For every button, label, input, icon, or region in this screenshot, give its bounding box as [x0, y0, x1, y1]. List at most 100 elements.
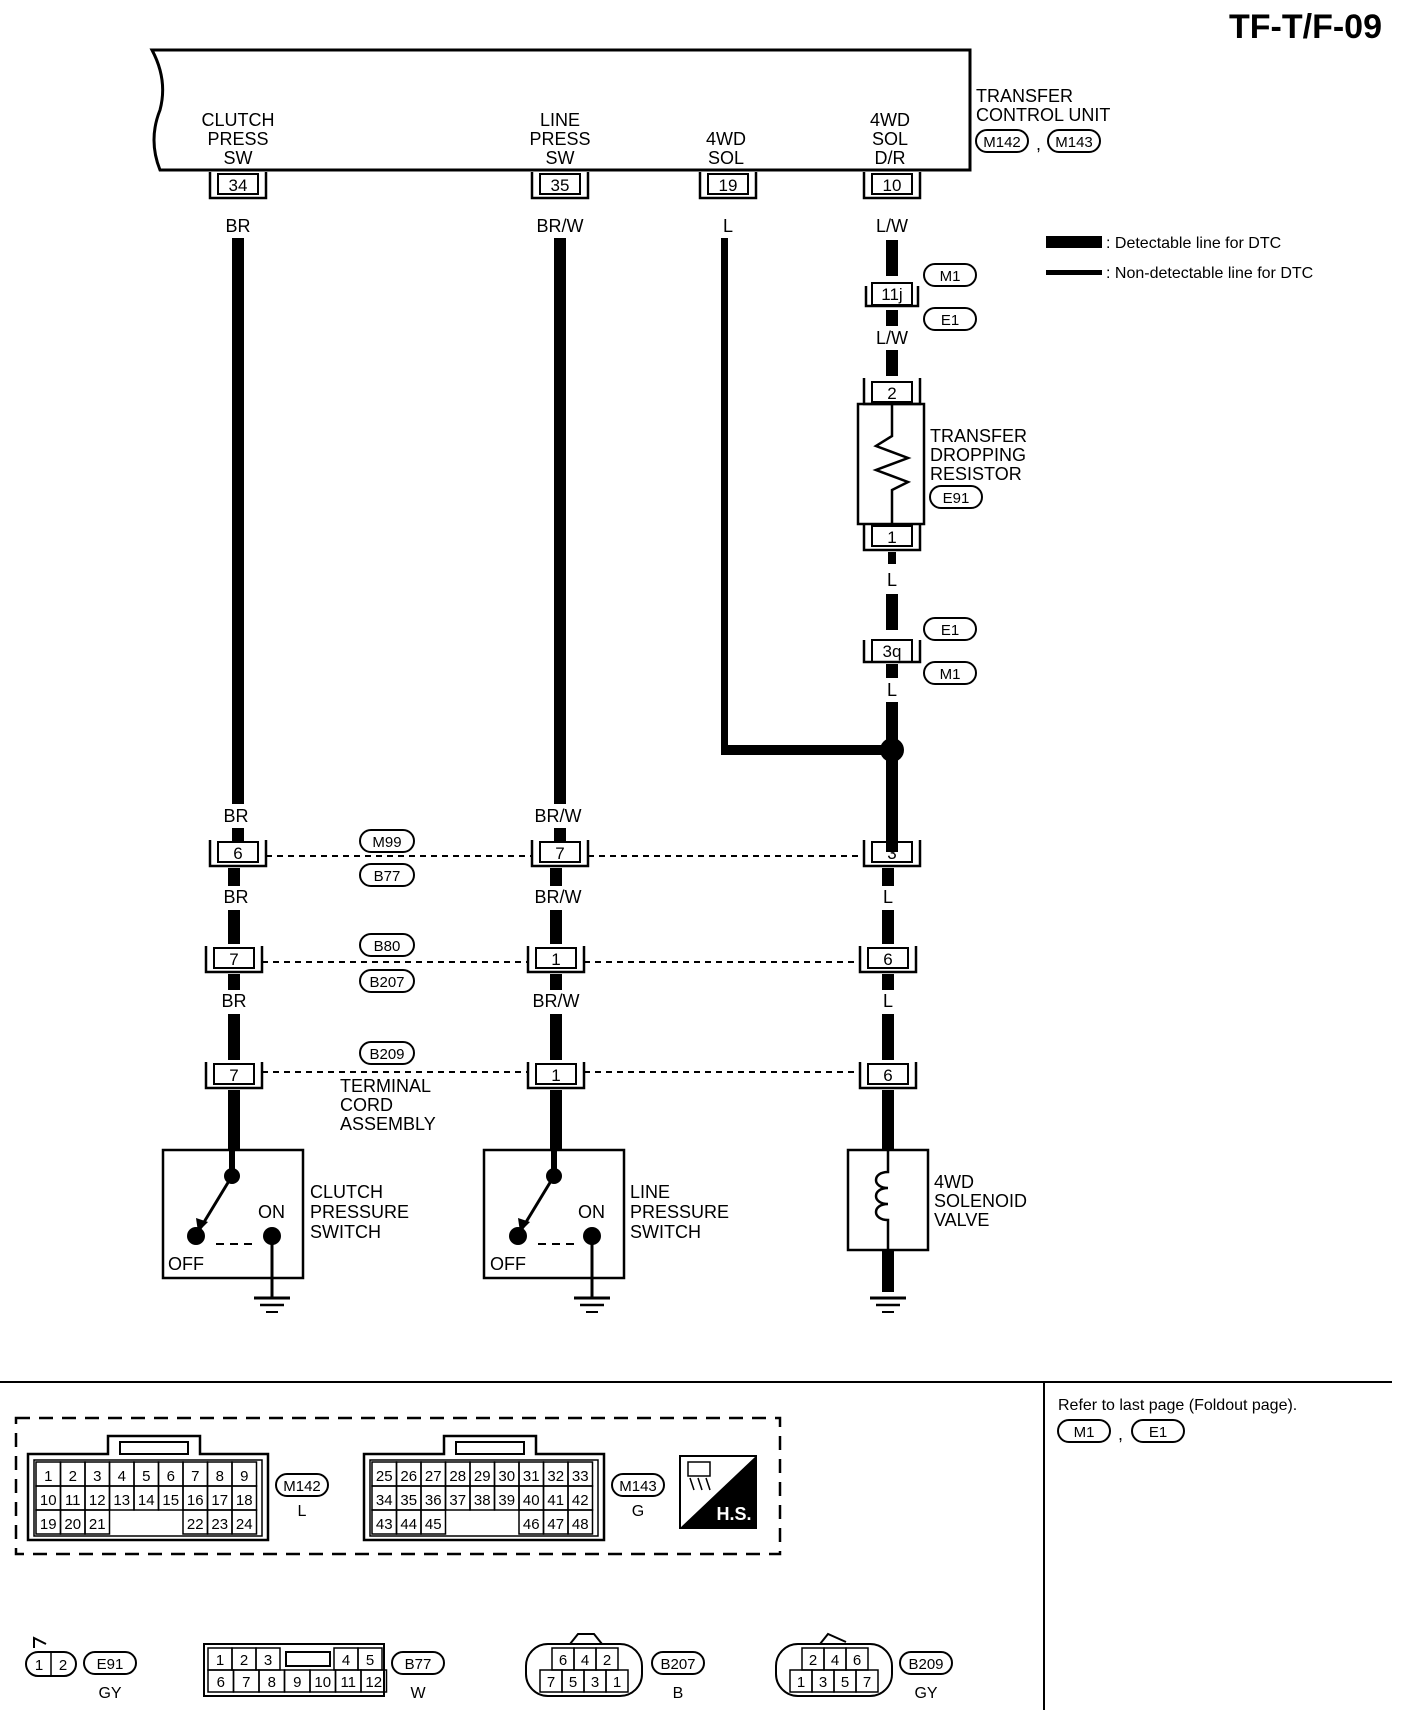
svg-text:E1: E1: [941, 312, 959, 329]
cavity-number: 47: [547, 1516, 564, 1533]
svg-text:E1: E1: [1149, 1424, 1167, 1441]
cavity-number: 1: [613, 1674, 621, 1691]
cavity-number: 3: [819, 1674, 827, 1691]
svg-text:L: L: [298, 1503, 307, 1520]
svg-text:B77: B77: [405, 1656, 432, 1673]
svg-text:B80: B80: [374, 938, 401, 955]
svg-text:4WD: 4WD: [706, 129, 746, 149]
cavity-number: 5: [569, 1674, 577, 1691]
wire-line-to-switch: [550, 1090, 562, 1150]
cavity-number: 35: [400, 1492, 417, 1509]
svg-text:CORD: CORD: [340, 1095, 393, 1115]
svg-text:TERMINAL: TERMINAL: [340, 1076, 431, 1096]
cavity-number: 48: [572, 1516, 589, 1533]
cavity-number: 22: [187, 1516, 204, 1533]
svg-text:SOL: SOL: [872, 129, 908, 149]
resistor-zigzag: [872, 404, 912, 524]
wire-clutch-row1-top: BR: [223, 806, 248, 826]
svg-text:GY: GY: [914, 1685, 937, 1702]
harness-side-icon: H.S.: [679, 1455, 757, 1529]
svg-text:CLUTCH: CLUTCH: [310, 1182, 383, 1202]
svg-text:OFF: OFF: [490, 1254, 526, 1274]
connector-key: [285, 1651, 331, 1667]
cavity-number: 13: [113, 1492, 130, 1509]
svg-text:GY: GY: [98, 1685, 121, 1702]
cavity-number: 46: [523, 1516, 540, 1533]
svg-text:34: 34: [229, 176, 248, 195]
cavity-number: 6: [853, 1652, 861, 1669]
wire-sol-top: L: [723, 216, 733, 236]
connector-cavity: [84, 1509, 111, 1535]
svg-text:TRANSFER: TRANSFER: [930, 426, 1027, 446]
refer-note: Refer to last page (Foldout page). M1 , …: [1057, 1397, 1297, 1444]
cavity-number: 4: [581, 1652, 589, 1669]
cavity-number: 7: [191, 1468, 199, 1485]
svg-text:M1: M1: [940, 268, 961, 285]
svg-text:6: 6: [883, 950, 892, 969]
cavity-number: 21: [89, 1516, 106, 1533]
svg-text:SW: SW: [546, 148, 575, 168]
svg-text:7: 7: [555, 844, 564, 863]
svg-text:OFF: OFF: [168, 1254, 204, 1274]
cavity-number: 2: [240, 1652, 248, 1669]
cavity-number: 42: [572, 1492, 589, 1509]
wire-soldr-after-joint2: L: [887, 680, 897, 700]
cavity-number: 1: [797, 1674, 805, 1691]
svg-text:M1: M1: [940, 666, 961, 683]
cavity-number: 7: [242, 1674, 250, 1691]
svg-text:3q: 3q: [883, 642, 902, 661]
clutch-pressure-switch-label: CLUTCH PRESSURE SWITCH: [310, 1182, 409, 1242]
joint-connector-3q: 3q E1 M1: [862, 617, 977, 685]
wire-clutch-row1-bottom: BR: [223, 887, 248, 907]
wire-clutch-to-switch: [228, 1090, 240, 1150]
svg-text:B77: B77: [374, 868, 401, 885]
svg-text:10: 10: [883, 176, 902, 195]
svg-text:W: W: [410, 1685, 426, 1702]
svg-text:: Non-detectable line for DTC: : Non-detectable line for DTC: [1106, 265, 1313, 282]
control-unit-connector-b: M143: [1047, 129, 1101, 153]
soldr-row3-connector: 6: [858, 974, 918, 1090]
clutch-row1-connector: 6: [208, 828, 268, 868]
line-row3-connector: 1: [526, 974, 586, 1090]
svg-text:M142: M142: [283, 1478, 321, 1495]
terminal-35: 35: [530, 172, 590, 200]
cavity-number: 2: [809, 1652, 817, 1669]
connector-cavity: [231, 1509, 258, 1535]
row2-connector-codes: B80 B207: [359, 933, 415, 993]
svg-text:B209: B209: [369, 1046, 404, 1063]
svg-text:M143: M143: [1055, 134, 1093, 151]
svg-text:7: 7: [229, 1066, 238, 1085]
cavity-number: 23: [211, 1516, 228, 1533]
svg-text:35: 35: [551, 176, 570, 195]
wire-soldr-e: [886, 594, 898, 630]
cavity-number: 7: [863, 1674, 871, 1691]
control-unit-box: [149, 48, 972, 172]
wire-soldr-row2-bottom: L: [883, 991, 893, 1011]
svg-text:PRESSURE: PRESSURE: [630, 1202, 729, 1222]
wire-soldr-c: [886, 350, 898, 376]
ground-icon: [254, 1278, 290, 1313]
line-press-sw-label: LINE PRESS SW: [529, 110, 590, 168]
svg-text:4WD: 4WD: [934, 1172, 974, 1192]
cavity-number: 18: [236, 1492, 253, 1509]
svg-text:G: G: [632, 1503, 644, 1520]
line-pressure-switch: ON OFF: [482, 1148, 626, 1280]
cavity-number: 2: [603, 1652, 611, 1669]
wire-soldr-top: L/W: [876, 216, 908, 236]
cavity-number: 25: [376, 1468, 393, 1485]
wire-soldr-d: [888, 552, 896, 564]
control-unit-name-2: CONTROL UNIT: [976, 105, 1110, 125]
svg-text:B209: B209: [908, 1656, 943, 1673]
svg-text:7: 7: [229, 950, 238, 969]
cavity-number: 6: [217, 1674, 225, 1691]
svg-text:M142: M142: [983, 134, 1021, 151]
svg-text:2: 2: [887, 384, 896, 403]
line-row2-connector: 1: [526, 868, 586, 974]
cavity-number: 20: [64, 1516, 81, 1533]
cavity-number: 4: [118, 1468, 126, 1485]
svg-text:M143: M143: [619, 1478, 657, 1495]
svg-text:SW: SW: [224, 148, 253, 168]
svg-text:11j: 11j: [881, 285, 902, 304]
svg-text:H.S.: H.S.: [716, 1504, 751, 1524]
cavity-number: 31: [523, 1468, 540, 1485]
